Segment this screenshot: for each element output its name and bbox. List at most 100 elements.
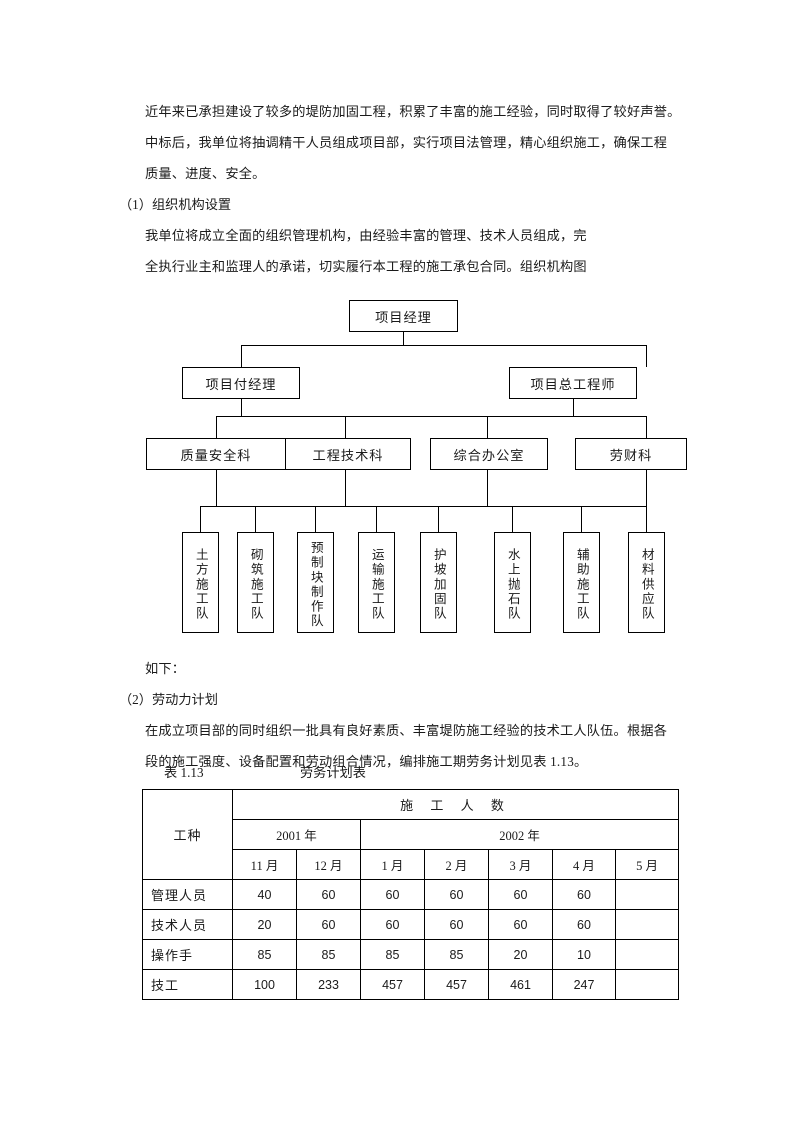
table-cell: 85 bbox=[296, 939, 361, 970]
section-2-heading: （2）劳动力计划 bbox=[119, 692, 218, 707]
table-cell: 247 bbox=[552, 969, 616, 1000]
table-month-header-4: 4 月 bbox=[552, 849, 616, 880]
connector-l3-stem-2 bbox=[345, 470, 346, 506]
table-cell bbox=[614, 939, 680, 970]
table-row-label: 操作手 bbox=[142, 939, 233, 970]
section-2-line-1: 在成立项目部的同时组织一批具有良好素质、丰富堤防施工经验的技术工人队伍。根据各 bbox=[145, 723, 668, 738]
org-node-earthwork-team: 土方施工队 bbox=[182, 532, 219, 633]
connector-l2-right-drop bbox=[646, 345, 647, 367]
connector-l3-drop-3 bbox=[487, 416, 488, 438]
table-row: 操作手 85 85 85 85 20 10 bbox=[142, 939, 680, 970]
table-cell: 85 bbox=[424, 939, 489, 970]
org-node-general-office: 综合办公室 bbox=[430, 438, 548, 470]
table-cell: 60 bbox=[488, 909, 553, 940]
table-month-header-1: 1 月 bbox=[360, 849, 425, 880]
table-caption-number: 表 1.13 bbox=[164, 765, 204, 780]
table-cell: 60 bbox=[552, 909, 616, 940]
connector-l4-drop-4 bbox=[376, 506, 377, 532]
connector-l2-left-stem bbox=[241, 399, 242, 416]
table-row: 技工 100 233 457 457 461 247 bbox=[142, 969, 680, 1000]
org-node-transport-team: 运输施工队 bbox=[358, 532, 395, 633]
connector-l1-bus bbox=[241, 345, 647, 346]
table-cell: 60 bbox=[424, 879, 489, 910]
table-month-header-3: 3 月 bbox=[488, 849, 553, 880]
table-cell: 457 bbox=[360, 969, 425, 1000]
table-caption-title: 劳务计划表 bbox=[300, 765, 366, 780]
connector-l1-stem bbox=[403, 332, 404, 345]
section-1-line-1: 我单位将成立全面的组织管理机构，由经验丰富的管理、技术人员组成，完 bbox=[145, 228, 587, 243]
connector-l4-drop-5 bbox=[438, 506, 439, 532]
org-node-precast-block-team: 预制块制作队 bbox=[297, 532, 334, 633]
table-corner-header: 工种 bbox=[142, 789, 233, 880]
table-cell: 60 bbox=[296, 909, 361, 940]
org-node-masonry-team: 砌筑施工队 bbox=[237, 532, 274, 633]
table-row: 技术人员 20 60 60 60 60 60 bbox=[142, 909, 680, 940]
table-cell bbox=[614, 969, 680, 1000]
table-year-header-2001: 2001 年 bbox=[232, 819, 361, 850]
table-cell: 85 bbox=[360, 939, 425, 970]
org-node-quality-safety-dept: 质量安全科 bbox=[146, 438, 286, 470]
connector-l4-drop-2 bbox=[255, 506, 256, 532]
org-node-chief-engineer: 项目总工程师 bbox=[509, 367, 637, 399]
table-cell: 10 bbox=[552, 939, 616, 970]
connector-l3-stem-1 bbox=[216, 470, 217, 506]
table-cell: 20 bbox=[232, 909, 297, 940]
org-node-deputy-project-manager: 项目付经理 bbox=[182, 367, 300, 399]
table-cell: 60 bbox=[552, 879, 616, 910]
labor-plan-table: 工种 施 工 人 数 2001 年 2002 年 11 月 12 月 1 月 2… bbox=[142, 789, 680, 1000]
table-cell bbox=[614, 879, 680, 910]
table-cell: 60 bbox=[488, 879, 553, 910]
connector-l4-drop-1 bbox=[200, 506, 201, 532]
table-row-label: 技术人员 bbox=[142, 909, 233, 940]
connector-l4-drop-6 bbox=[512, 506, 513, 532]
connector-l3-stem-4 bbox=[646, 470, 647, 506]
org-node-auxiliary-team: 辅助施工队 bbox=[563, 532, 600, 633]
table-cell: 233 bbox=[296, 969, 361, 1000]
table-header-row-group: 工种 施 工 人 数 bbox=[142, 789, 680, 880]
section-1-heading: （1）组织机构设置 bbox=[119, 197, 232, 212]
org-node-water-riprap-team: 水上抛石队 bbox=[494, 532, 531, 633]
table-cell: 40 bbox=[232, 879, 297, 910]
section-1-line-2: 全执行业主和监理人的承诺，切实履行本工程的施工承包合同。组织机构图 bbox=[145, 259, 587, 274]
table-header-row-years: 2001 年 2002 年 bbox=[143, 819, 680, 850]
connector-l3-bus bbox=[216, 416, 647, 417]
table-cell bbox=[614, 909, 680, 940]
table-month-header-5: 5 月 bbox=[614, 849, 680, 880]
table-cell: 85 bbox=[232, 939, 297, 970]
org-node-material-supply-team: 材料供应队 bbox=[628, 532, 665, 633]
connector-l3-stem-3 bbox=[487, 470, 488, 506]
table-month-header-11: 11 月 bbox=[232, 849, 297, 880]
org-node-slope-protection-team: 护坡加固队 bbox=[420, 532, 457, 633]
connector-l2-right-stem bbox=[573, 399, 574, 416]
table-cell: 60 bbox=[424, 909, 489, 940]
connector-l4-bus bbox=[200, 506, 646, 507]
connector-l4-drop-8 bbox=[646, 506, 647, 532]
table-cell: 60 bbox=[360, 879, 425, 910]
intro-line-2: 中标后，我单位将抽调精干人员组成项目部，实行项目法管理，精心组织施工，确保工程 bbox=[145, 135, 668, 150]
intro-line-1: 近年来已承担建设了较多的堤防加固工程，积累了丰富的施工经验，同时取得了较好声誉。 bbox=[145, 104, 681, 119]
connector-l3-drop-4 bbox=[646, 416, 647, 438]
table-row-label: 管理人员 bbox=[142, 879, 233, 910]
connector-l2-left-drop bbox=[241, 345, 242, 367]
after-chart-line: 如下： bbox=[145, 661, 186, 676]
intro-line-3: 质量、进度、安全。 bbox=[145, 166, 266, 181]
org-node-labor-finance-dept: 劳财科 bbox=[575, 438, 687, 470]
table-month-header-12: 12 月 bbox=[296, 849, 361, 880]
connector-l4-drop-3 bbox=[315, 506, 316, 532]
section-2-line-2: 段的施工强度、设备配置和劳动组合情况，编排施工期劳务计划见表 1.13。 bbox=[145, 754, 588, 769]
connector-l3-drop-2 bbox=[345, 416, 346, 438]
connector-l3-drop-1 bbox=[216, 416, 217, 438]
org-node-engineering-tech-dept: 工程技术科 bbox=[285, 438, 411, 470]
table-month-header-2: 2 月 bbox=[424, 849, 489, 880]
table-cell: 457 bbox=[424, 969, 489, 1000]
table-cell: 60 bbox=[296, 879, 361, 910]
table-cell: 20 bbox=[488, 939, 553, 970]
table-group-header: 施 工 人 数 bbox=[231, 789, 680, 820]
org-node-project-manager: 项目经理 bbox=[349, 300, 458, 332]
table-row: 管理人员 40 60 60 60 60 60 bbox=[142, 879, 680, 910]
table-cell: 100 bbox=[232, 969, 297, 1000]
connector-l4-drop-7 bbox=[581, 506, 582, 532]
table-cell: 60 bbox=[360, 909, 425, 940]
table-year-header-2002: 2002 年 bbox=[359, 819, 680, 850]
